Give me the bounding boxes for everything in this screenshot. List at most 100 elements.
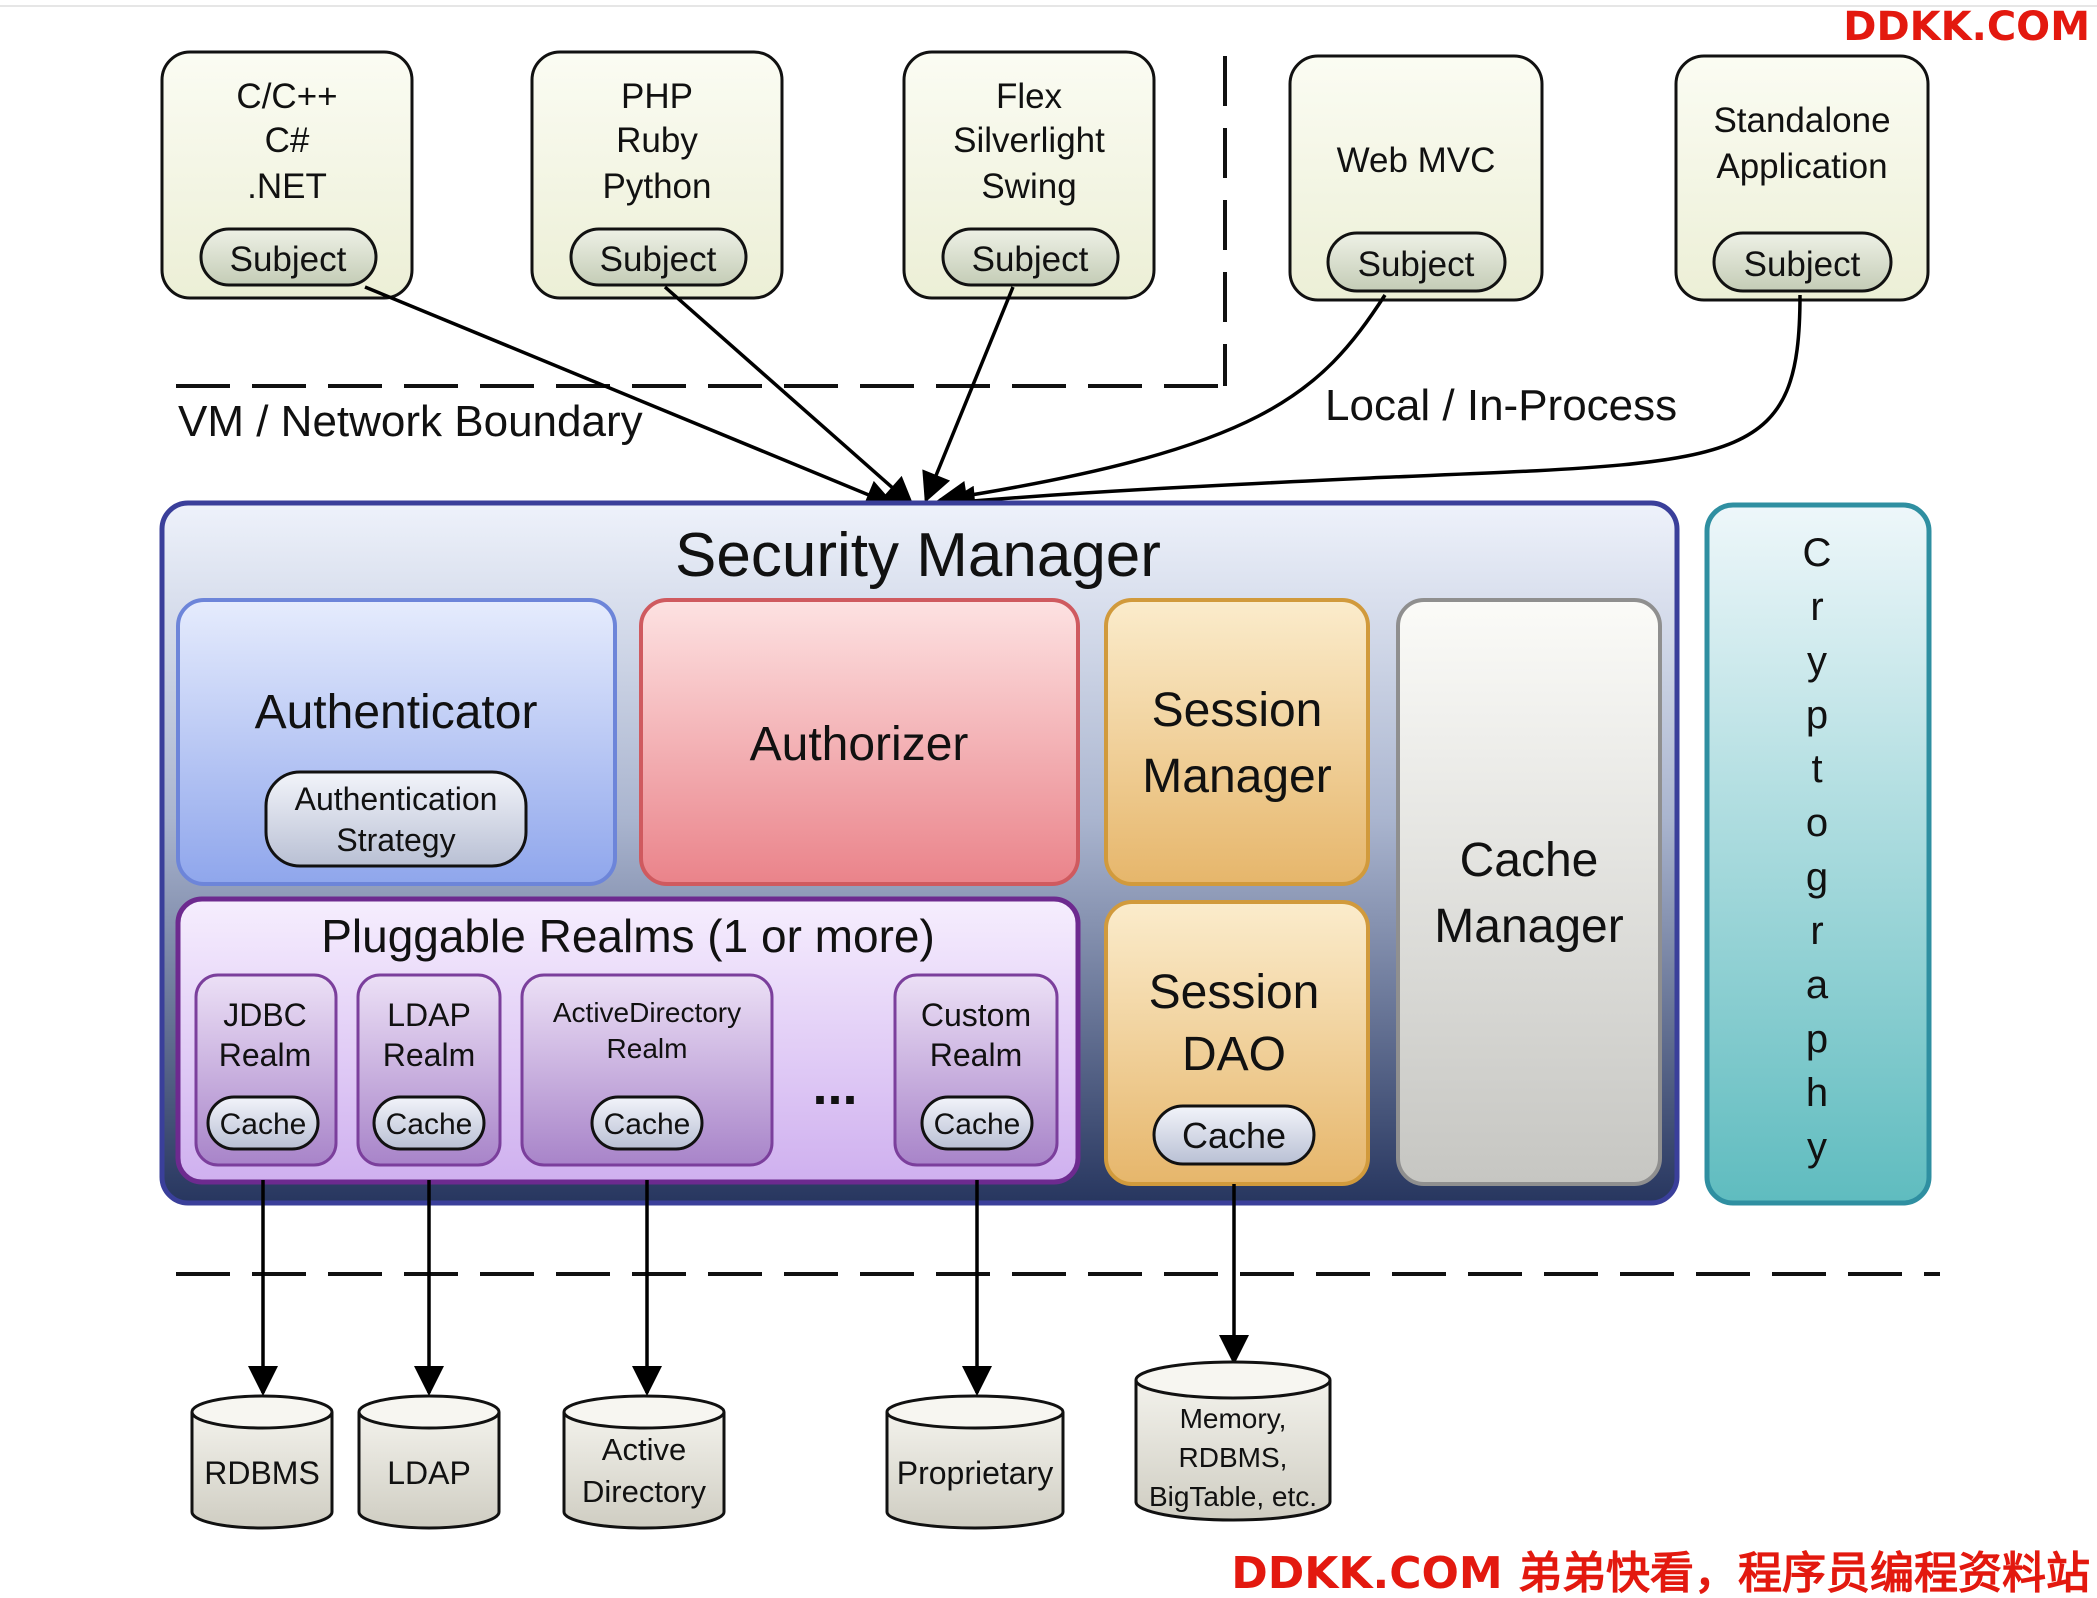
session-dao-cache-label: Cache xyxy=(1182,1115,1286,1156)
client-label: Application xyxy=(1716,147,1887,186)
authenticator-title: Authenticator xyxy=(255,686,538,739)
cryptography-letter: g xyxy=(1806,855,1828,899)
realm-label: LDAP xyxy=(387,997,471,1033)
session-manager-label: Session xyxy=(1152,684,1323,737)
datastore-label: BigTable, etc. xyxy=(1149,1481,1317,1512)
realm-cache-label: Cache xyxy=(220,1108,307,1141)
datastore-proprietary: Proprietary xyxy=(885,1394,1065,1530)
realm-cache-label: Cache xyxy=(934,1108,1021,1141)
datastore-label: Memory, xyxy=(1180,1403,1287,1434)
client-label: Flex xyxy=(996,77,1063,116)
session-dao-box: Session DAO Cache xyxy=(1104,900,1370,1186)
authentication-strategy-label: Authentication xyxy=(295,781,498,817)
client-box-php: PHP Ruby Python Subject xyxy=(530,50,784,300)
subject-label: Subject xyxy=(972,240,1089,279)
datastore-label: LDAP xyxy=(387,1455,471,1491)
client-label: C# xyxy=(265,121,310,160)
subject-label: Subject xyxy=(1744,245,1861,284)
datastore-memory: Memory, RDBMS, BigTable, etc. xyxy=(1134,1360,1332,1522)
realm-label: Realm xyxy=(930,1037,1022,1073)
arrow-php-to-security-manager xyxy=(663,285,915,507)
datastore-label: RDBMS xyxy=(204,1455,320,1491)
realm-cache-pill xyxy=(920,1095,1034,1151)
vm-boundary-label: VM / Network Boundary xyxy=(178,397,643,446)
authentication-strategy-pill xyxy=(264,770,528,868)
realms-ellipsis: ... xyxy=(812,1056,857,1116)
client-label: C/C++ xyxy=(236,77,337,116)
arrow-webmvc-to-security-manager xyxy=(937,294,1387,511)
authorizer-title: Authorizer xyxy=(750,718,969,771)
realm-label: Custom xyxy=(921,997,1031,1033)
datastore-ldap: LDAP xyxy=(357,1394,501,1530)
subject-pill xyxy=(569,227,748,287)
client-box-webmvc: Web MVC Subject xyxy=(1288,54,1544,302)
session-manager-label: Manager xyxy=(1142,750,1331,803)
client-label: PHP xyxy=(621,77,693,116)
datastore-label: Directory xyxy=(582,1474,707,1509)
subject-pill xyxy=(1712,231,1893,293)
watermark-top: DDKK.COM xyxy=(1843,4,2090,50)
arrow-flex-to-security-manager xyxy=(922,286,1015,503)
cache-manager-box: Cache Manager xyxy=(1396,598,1662,1186)
realm-cache-label: Cache xyxy=(386,1108,473,1141)
subject-pill xyxy=(199,227,378,287)
client-label: Standalone xyxy=(1713,101,1890,140)
realm-ldap: LDAP Realm Cache xyxy=(356,973,502,1167)
client-label: .NET xyxy=(247,167,327,206)
cryptography-letter: r xyxy=(1810,909,1823,953)
client-box-standalone: Standalone Application Subject xyxy=(1674,54,1930,302)
cryptography-letter: r xyxy=(1810,585,1823,629)
realm-label: Realm xyxy=(607,1033,688,1064)
cryptography-letter: p xyxy=(1806,693,1828,737)
local-boundary-label: Local / In-Process xyxy=(1325,381,1677,430)
realm-activedirectory: ActiveDirectory Realm Cache xyxy=(520,973,774,1167)
client-box-flex: Flex Silverlight Swing Subject xyxy=(902,50,1156,300)
subject-label: Subject xyxy=(600,240,717,279)
cryptography-letter: o xyxy=(1806,801,1828,845)
session-manager-box: Session Manager xyxy=(1104,598,1370,886)
datastore-rdbms: RDBMS xyxy=(190,1394,334,1530)
client-label: Python xyxy=(603,167,712,206)
cache-manager-label: Cache xyxy=(1460,834,1599,887)
session-dao-label: Session xyxy=(1149,966,1320,1019)
datastore-label: RDBMS, xyxy=(1179,1442,1288,1473)
realm-cache-pill xyxy=(590,1095,704,1151)
datastore-label: Proprietary xyxy=(897,1455,1054,1491)
cryptography-letter: p xyxy=(1806,1017,1828,1061)
client-label: Silverlight xyxy=(953,121,1105,160)
cryptography-letter: t xyxy=(1811,747,1822,791)
realm-label: Realm xyxy=(383,1037,475,1073)
client-label: Ruby xyxy=(616,121,698,160)
session-dao-label: DAO xyxy=(1182,1028,1286,1081)
realm-label: ActiveDirectory xyxy=(553,997,741,1028)
realm-cache-pill xyxy=(206,1095,320,1151)
authenticator-box: Authenticator Authentication Strategy xyxy=(176,598,617,886)
security-manager-title: Security Manager xyxy=(675,521,1161,590)
cryptography-letter: y xyxy=(1807,1125,1827,1169)
arrow-cpp-to-security-manager xyxy=(364,285,896,509)
client-box-cpp: C/C++ C# .NET Subject xyxy=(160,50,414,300)
cryptography-box: C r y p t o g r a p h y xyxy=(1704,502,1932,1206)
realm-custom: Custom Realm Cache xyxy=(893,973,1059,1167)
authorizer-box: Authorizer xyxy=(639,598,1080,886)
realm-cache-label: Cache xyxy=(604,1108,691,1141)
session-dao-cache-pill xyxy=(1152,1104,1316,1166)
authentication-strategy-label: Strategy xyxy=(336,822,455,858)
cryptography-letter: C xyxy=(1803,531,1832,575)
cryptography-letter: y xyxy=(1807,639,1827,683)
client-label: Web MVC xyxy=(1337,141,1496,180)
subject-pill xyxy=(1326,231,1507,293)
datastore-active-directory: Active Directory xyxy=(562,1394,726,1530)
client-label: Swing xyxy=(981,167,1076,206)
pluggable-realms-title: Pluggable Realms (1 or more) xyxy=(321,910,935,962)
datastore-label: Active xyxy=(602,1432,686,1467)
realm-label: Realm xyxy=(219,1037,311,1073)
realm-label: JDBC xyxy=(223,997,307,1033)
watermark-bottom: DDKK.COM 弟弟快看，程序员编程资料站 xyxy=(1231,1548,2090,1598)
cryptography-letter: h xyxy=(1806,1071,1828,1115)
arrow-standalone-to-security-manager xyxy=(945,294,1802,516)
cryptography-letter: a xyxy=(1806,963,1829,1007)
cache-manager-label: Manager xyxy=(1434,900,1623,953)
subject-pill xyxy=(941,227,1120,287)
